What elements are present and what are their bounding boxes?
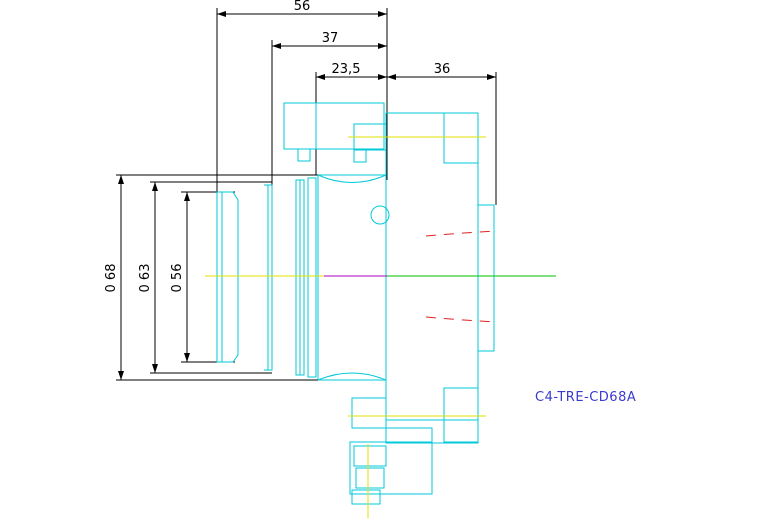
dia-56-label: 0 56 (170, 264, 185, 293)
dim-36-label: 36 (434, 62, 451, 77)
dia-68-label: 0 68 (104, 264, 119, 293)
hidden-lines (425, 230, 497, 323)
diameter-arrows (118, 175, 190, 380)
top-dim-arrows (217, 11, 496, 80)
dim-23-5-label: 23,5 (332, 62, 361, 77)
dia-63-label: 0 63 (138, 264, 153, 293)
dim-37-label: 37 (322, 31, 339, 46)
part-outline (216, 102, 495, 505)
top-dimensions (216, 8, 497, 205)
construction-lines (205, 136, 556, 518)
dim-56-label: 56 (294, 0, 311, 14)
part-code-label: C4-TRE-CD68A (535, 390, 636, 405)
